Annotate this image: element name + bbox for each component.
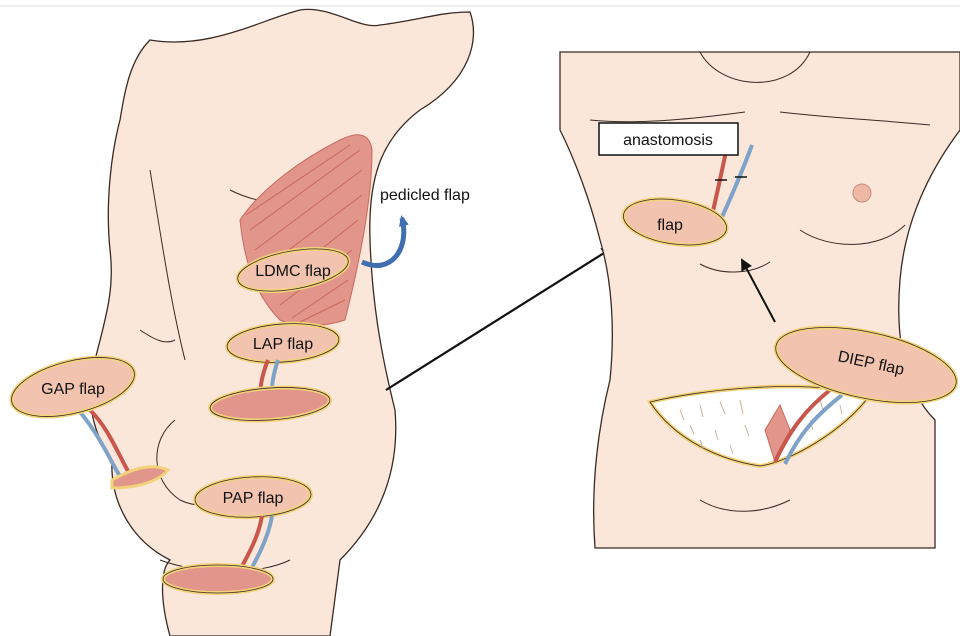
- lap-flap-label: LAP flap: [253, 336, 313, 353]
- flap-label: flap: [657, 217, 683, 234]
- pap-flap-label: PAP flap: [223, 490, 284, 507]
- anastomosis-label: anastomosis: [623, 132, 713, 149]
- nipple: [853, 184, 871, 202]
- front-figure: flap anastomosis DIEP flap: [560, 52, 960, 548]
- gap-flap-label: GAP flap: [41, 381, 105, 398]
- pedicled-flap-label: pedicled flap: [380, 187, 470, 204]
- ldmc-flap-label: LDMC flap: [255, 263, 331, 280]
- back-figure: LDMC flap pedicled flap LAP flap GAP fla…: [6, 9, 474, 636]
- transfer-arrow: [386, 248, 612, 390]
